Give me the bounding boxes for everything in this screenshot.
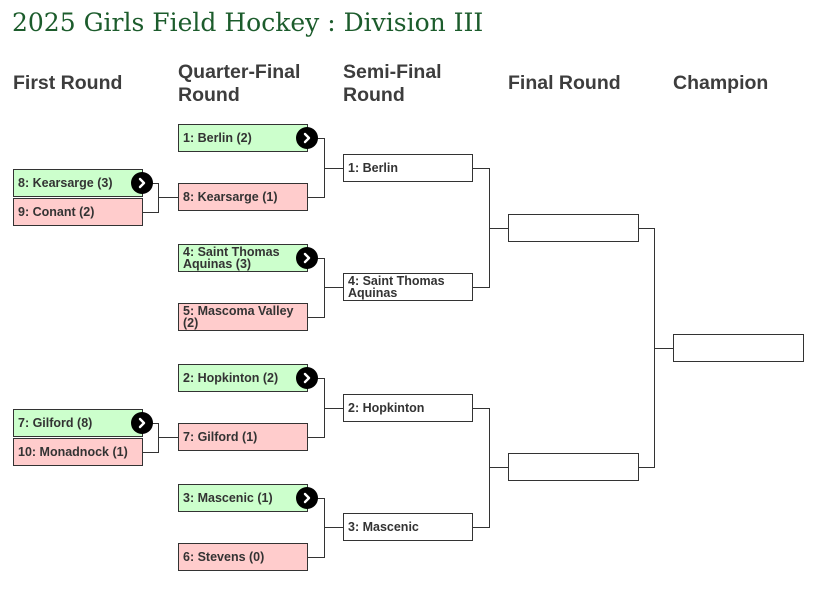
quarter-final-match-2-winner[interactable]: 4: Saint Thomas Aquinas (3) [178, 244, 308, 272]
team-label: 10: Monadnock (1) [18, 445, 128, 459]
quarter-final-match-1-loser[interactable]: 8: Kearsarge (1) [178, 183, 308, 211]
team-label: 3: Mascenic (1) [183, 491, 273, 505]
quarter-final-match-1-winner[interactable]: 1: Berlin (2) [178, 124, 308, 152]
final-round-slot-1[interactable] [508, 214, 639, 242]
team-label: 8: Kearsarge (3) [18, 176, 113, 190]
column-header-champion: Champion [673, 72, 769, 94]
team-label: 6: Stevens (0) [183, 550, 265, 564]
semi-final-slot-2[interactable]: 4: Saint Thomas Aquinas [343, 273, 473, 301]
column-header-quarter-final-line2: Round [178, 84, 240, 106]
first-round-match-1-winner[interactable]: 8: Kearsarge (3) [13, 169, 143, 197]
connector-qf-4 [308, 498, 343, 558]
final-round-slot-2[interactable] [508, 453, 639, 481]
team-label: 5: Mascoma Valley (2) [183, 304, 294, 330]
first-round-match-2-winner[interactable]: 7: Gilford (8) [13, 409, 143, 437]
champion-slot[interactable] [673, 334, 804, 362]
team-label: 1: Berlin (2) [183, 131, 252, 145]
team-label: 2: Hopkinton (2) [183, 371, 279, 385]
advance-arrow-icon[interactable] [296, 367, 318, 389]
connector-final [638, 228, 673, 468]
connector-sf-2 [473, 408, 508, 528]
connector-qf-1 [308, 138, 343, 198]
connector-sf-1 [473, 168, 508, 288]
first-round-match-2-loser[interactable]: 10: Monadnock (1) [13, 438, 143, 466]
column-header-final-round: Final Round [508, 72, 621, 94]
semi-final-slot-4[interactable]: 3: Mascenic [343, 513, 473, 541]
column-header-first-round: First Round [13, 72, 123, 94]
team-label: 4: Saint Thomas Aquinas [348, 274, 445, 300]
team-label: 8: Kearsarge (1) [183, 190, 278, 204]
column-header-quarter-final: Quarter-Final Round [178, 61, 300, 107]
team-label: 7: Gilford (8) [18, 416, 93, 430]
column-header-semi-final-line2: Round [343, 84, 405, 106]
advance-arrow-icon[interactable] [296, 247, 318, 269]
advance-arrow-icon[interactable] [296, 127, 318, 149]
quarter-final-match-4-loser[interactable]: 6: Stevens (0) [178, 543, 308, 571]
team-label: 3: Mascenic [348, 520, 419, 534]
quarter-final-match-3-winner[interactable]: 2: Hopkinton (2) [178, 364, 308, 392]
advance-arrow-icon[interactable] [131, 172, 153, 194]
first-round-match-1-loser[interactable]: 9: Conant (2) [13, 198, 143, 226]
column-header-quarter-final-line1: Quarter-Final [178, 61, 301, 83]
quarter-final-match-3-loser[interactable]: 7: Gilford (1) [178, 423, 308, 451]
team-label: 7: Gilford (1) [183, 430, 258, 444]
page-title: 2025 Girls Field Hockey : Division III [12, 8, 484, 37]
connector-qf-2 [308, 258, 343, 318]
team-label: 1: Berlin [348, 161, 399, 175]
quarter-final-match-2-loser[interactable]: 5: Mascoma Valley (2) [178, 303, 308, 331]
advance-arrow-icon[interactable] [296, 487, 318, 509]
quarter-final-match-4-winner[interactable]: 3: Mascenic (1) [178, 484, 308, 512]
semi-final-slot-3[interactable]: 2: Hopkinton [343, 394, 473, 422]
connector-qf-3 [308, 378, 343, 438]
advance-arrow-icon[interactable] [131, 412, 153, 434]
team-label: 9: Conant (2) [18, 205, 95, 219]
column-header-semi-final: Semi-Final Round [343, 61, 442, 107]
column-header-semi-final-line1: Semi-Final [343, 61, 442, 83]
team-label: 4: Saint Thomas Aquinas (3) [183, 245, 280, 271]
semi-final-slot-1[interactable]: 1: Berlin [343, 154, 473, 182]
team-label: 2: Hopkinton [348, 401, 425, 415]
